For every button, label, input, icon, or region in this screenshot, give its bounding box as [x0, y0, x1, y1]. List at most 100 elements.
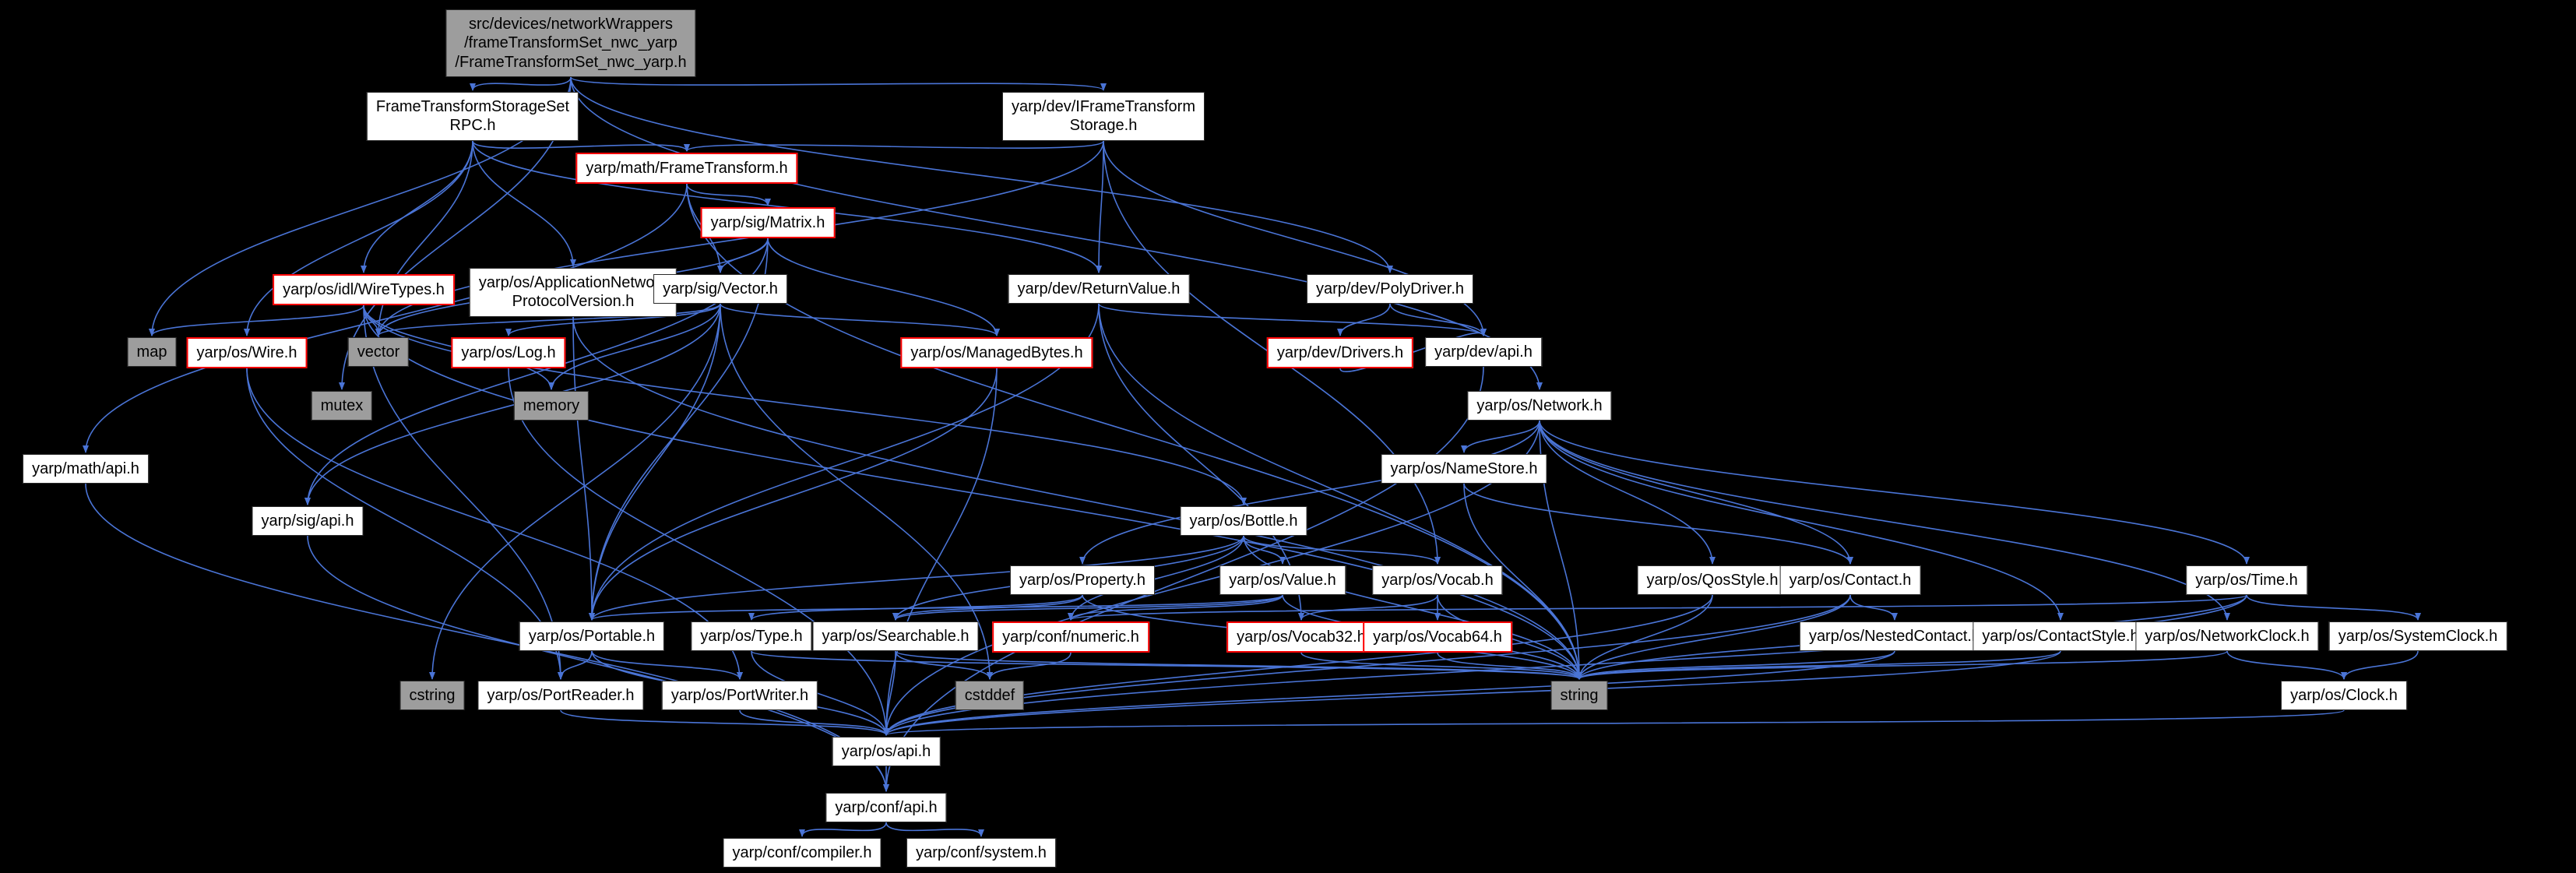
node-retval[interactable]: yarp/dev/ReturnValue.h — [1008, 274, 1190, 304]
node-ft[interactable]: yarp/math/FrameTransform.h — [575, 153, 798, 185]
node-mathapi[interactable]: yarp/math/api.h — [23, 454, 149, 484]
node-value[interactable]: yarp/os/Value.h — [1219, 565, 1346, 596]
node-wire[interactable]: yarp/os/Wire.h — [186, 337, 308, 369]
node-mutex[interactable]: mutex — [311, 391, 373, 421]
edge-searchable-to-string — [895, 650, 1582, 680]
edge-nestedcontact-to-string — [1576, 650, 1895, 680]
node-matrix[interactable]: yarp/sig/Matrix.h — [700, 207, 836, 239]
node-nestedcontact[interactable]: yarp/os/NestedContact.h — [1799, 621, 1990, 652]
node-cstring[interactable]: cstring — [399, 681, 465, 711]
node-vocab64[interactable]: yarp/os/Vocab64.h — [1363, 621, 1512, 653]
edge-retval-to-devapi — [1098, 303, 1487, 336]
edge-portable-to-portreader — [558, 650, 593, 680]
node-osapi[interactable]: yarp/os/api.h — [832, 737, 941, 767]
edge-sigvector-to-managedbytes — [720, 303, 1000, 336]
edge-portable-to-portwriter — [591, 650, 743, 680]
edge-rpc-to-vector — [375, 140, 473, 336]
edge-network-to-contact — [1539, 420, 1853, 565]
node-ifts[interactable]: yarp/dev/IFrameTransform Storage.h — [1002, 92, 1205, 141]
edge-networkclock-to-clock — [2226, 650, 2347, 680]
edge-bottle-to-portable — [589, 535, 1244, 621]
edge-searchable-to-cstddef — [895, 650, 993, 680]
node-vector[interactable]: vector — [347, 337, 410, 368]
edge-sigvector-to-log — [505, 303, 721, 336]
edge-time-to-numeric — [1068, 594, 2247, 621]
edge-ifts-to-devapi — [1103, 140, 1487, 336]
node-string[interactable]: string — [1550, 681, 1608, 711]
node-system[interactable]: yarp/conf/system.h — [906, 838, 1056, 868]
node-networkclock[interactable]: yarp/os/NetworkClock.h — [2135, 621, 2319, 652]
node-namestore[interactable]: yarp/os/NameStore.h — [1381, 454, 1547, 484]
node-memory[interactable]: memory — [513, 391, 589, 421]
node-time[interactable]: yarp/os/Time.h — [2186, 565, 2307, 596]
node-network[interactable]: yarp/os/Network.h — [1467, 391, 1612, 421]
edge-confapi-to-system — [885, 822, 984, 837]
edge-rpc-to-wire — [244, 140, 473, 336]
node-map[interactable]: map — [127, 337, 177, 368]
node-type[interactable]: yarp/os/Type.h — [691, 621, 812, 652]
edge-vocab32-to-string — [1300, 652, 1582, 680]
edge-wiretypes-to-bottle — [363, 304, 1247, 505]
node-main[interactable]: src/devices/networkWrappers /frameTransf… — [445, 9, 696, 78]
edge-matrix-to-sigvector — [717, 238, 769, 273]
edge-rpc-to-appnet — [472, 140, 576, 267]
edge-ft-to-mathapi — [83, 183, 688, 453]
edge-retval-to-string — [1098, 303, 1582, 680]
node-wiretypes[interactable]: yarp/os/idl/WireTypes.h — [273, 274, 455, 306]
node-portwriter[interactable]: yarp/os/PortWriter.h — [661, 681, 818, 711]
node-qosstyle[interactable]: yarp/os/QosStyle.h — [1637, 565, 1788, 596]
node-portreader[interactable]: yarp/os/PortReader.h — [477, 681, 644, 711]
edge-sigvector-to-cstring — [429, 303, 721, 680]
node-polydriver[interactable]: yarp/dev/PolyDriver.h — [1306, 274, 1474, 304]
node-searchable[interactable]: yarp/os/Searchable.h — [812, 621, 979, 652]
edge-qosstyle-to-osapi — [883, 594, 1713, 736]
edge-contactstyle-to-string — [1576, 650, 2061, 680]
edge-value-to-portable — [589, 594, 1283, 621]
node-clock[interactable]: yarp/os/Clock.h — [2281, 681, 2407, 711]
node-contactstyle[interactable]: yarp/os/ContactStyle.h — [1972, 621, 2148, 652]
edge-mathapi-to-confapi — [85, 483, 889, 792]
edge-sigvector-to-cstddef — [720, 303, 993, 680]
node-compiler[interactable]: yarp/conf/compiler.h — [723, 838, 882, 868]
node-managedbytes[interactable]: yarp/os/ManagedBytes.h — [900, 337, 1093, 369]
edge-portwriter-to-osapi — [739, 709, 889, 736]
edge-contactstyle-to-osapi — [883, 650, 2061, 736]
node-confapi[interactable]: yarp/conf/api.h — [825, 793, 947, 823]
edge-confapi-to-compiler — [799, 822, 887, 837]
edge-network-to-contactstyle — [1539, 420, 2064, 621]
edge-wiretypes-to-map — [149, 304, 364, 336]
node-log[interactable]: yarp/os/Log.h — [451, 337, 566, 369]
node-systemclock[interactable]: yarp/os/SystemClock.h — [2328, 621, 2507, 652]
node-rpc[interactable]: FrameTransformStorageSet RPC.h — [366, 92, 579, 141]
edge-sigvector-to-portable — [589, 303, 721, 621]
edge-type-to-osapi — [751, 650, 889, 736]
node-bottle[interactable]: yarp/os/Bottle.h — [1180, 506, 1307, 537]
node-vocab[interactable]: yarp/os/Vocab.h — [1372, 565, 1503, 596]
node-devapi[interactable]: yarp/dev/api.h — [1425, 337, 1542, 368]
edge-rpc-to-wiretypes — [361, 140, 473, 273]
edge-polydriver-to-drivers — [1337, 303, 1391, 336]
edge-sigvector-to-vector — [375, 303, 721, 336]
edge-wiretypes-to-portreader — [363, 304, 564, 680]
node-appnet[interactable]: yarp/os/ApplicationNetwork ProtocolVersi… — [469, 268, 677, 317]
node-portable[interactable]: yarp/os/Portable.h — [519, 621, 665, 652]
edge-main-to-polydriver — [570, 76, 1393, 273]
edge-vocab-to-vocab32 — [1298, 594, 1438, 621]
node-numeric[interactable]: yarp/conf/numeric.h — [992, 621, 1149, 653]
node-contact[interactable]: yarp/os/Contact.h — [1779, 565, 1921, 596]
edge-ft-to-matrix — [686, 183, 771, 206]
node-cstddef[interactable]: cstddef — [955, 681, 1025, 711]
edge-rpc-to-ft — [472, 140, 690, 152]
node-sigvector[interactable]: yarp/sig/Vector.h — [653, 274, 787, 304]
edge-contact-to-string — [1576, 594, 1851, 680]
edge-matrix-to-managedbytes — [767, 238, 1000, 336]
edge-contact-to-osapi — [883, 594, 1851, 736]
edge-ifts-to-retval — [1096, 140, 1104, 273]
node-sigapi[interactable]: yarp/sig/api.h — [252, 506, 364, 537]
node-vocab32[interactable]: yarp/os/Vocab32.h — [1226, 621, 1376, 653]
node-drivers[interactable]: yarp/dev/Drivers.h — [1266, 337, 1414, 369]
edge-main-to-rpc — [470, 76, 572, 91]
edge-bottle-to-vocab — [1243, 535, 1441, 565]
node-property[interactable]: yarp/os/Property.h — [1010, 565, 1155, 596]
